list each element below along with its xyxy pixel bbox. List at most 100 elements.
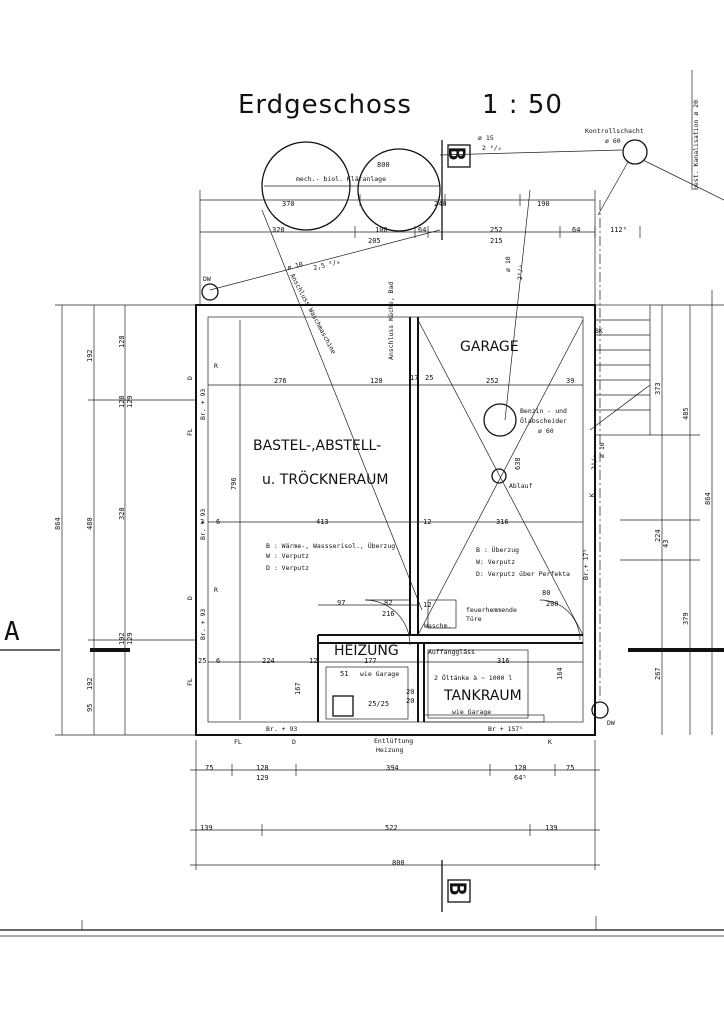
note-right-3: D: Verputz über Perfekta	[476, 570, 570, 578]
dim-bottom-139-a: 139	[200, 824, 213, 832]
anschluss-kueche-bad: Anschluss Küche, Bad	[387, 282, 395, 360]
section-mark-a: A	[4, 617, 20, 647]
dim-25-a: 25	[425, 374, 433, 382]
dim-20-a: 20	[406, 688, 414, 696]
dim-top-190: 190	[537, 200, 550, 208]
note-right-2: W: Verputz	[476, 558, 515, 566]
dim-252-inner: 252	[486, 377, 499, 385]
pipe2-slope: 2,5 ⁰/₀	[313, 258, 342, 272]
r-mark-2: R	[214, 586, 218, 594]
dim-82: 82	[384, 599, 392, 607]
dim-bottom-129: 129	[256, 774, 269, 782]
feuerhemmende-label: feuerhemmende	[466, 606, 517, 614]
k-mark-2: K	[548, 738, 552, 746]
dim-215: 215	[490, 237, 503, 245]
pipe3-diameter: ø 10	[504, 256, 512, 272]
room-garage: GARAGE	[460, 339, 519, 355]
dim-right-43: 43	[662, 540, 670, 548]
opening-br-4: Br. + 93	[199, 509, 207, 540]
dim-64-a: 64	[418, 226, 426, 234]
dim-320: 320	[272, 226, 285, 234]
entlueftung-heizung-label: Heizung	[376, 746, 403, 754]
dim-796: 796	[230, 477, 238, 490]
opening-br-5: Br + 157⁵	[488, 725, 523, 733]
dim-bottom-394: 394	[386, 764, 399, 772]
dim-12-b: 12	[423, 601, 431, 609]
dim-17: 17	[410, 374, 418, 382]
plan-title: Erdgeschoss	[238, 90, 412, 120]
room-heizung: HEIZUNG	[334, 643, 399, 659]
tuere-label: Türe	[466, 615, 482, 623]
fl-mark-1: FL	[186, 428, 194, 436]
kontrollschacht-circle	[622, 139, 648, 165]
dim-top-370: 370	[282, 200, 295, 208]
benzin-label: Benzin - und	[520, 407, 567, 415]
dim-bottom-128-b: 128	[514, 764, 527, 772]
dim-12-a: 12	[423, 518, 431, 526]
dim-left-129-a: 129	[126, 395, 134, 408]
dim-200: 200	[546, 600, 559, 608]
downpipe-bottom-right	[591, 701, 609, 719]
dim-bottom-75-a: 75	[205, 764, 213, 772]
opening-br-6: Br.+ 17⁵	[582, 549, 590, 580]
abscheider-diameter: ø 60	[538, 427, 554, 435]
garage-drain	[491, 468, 507, 484]
dim-25-25: 25/25	[368, 700, 389, 708]
waschm-label: Waschm.	[424, 622, 451, 630]
dw-label-bottom: DW	[607, 719, 615, 727]
kontrollschacht-label: Kontrollschacht	[585, 127, 644, 135]
dim-638: 638	[514, 457, 522, 470]
note-left-3: D : Verputz	[266, 564, 309, 572]
ablauf-label: Ablauf	[509, 482, 533, 490]
room-bastel-line1: BASTEL-,ABSTELL-	[253, 438, 381, 454]
dim-bottom-800: 800	[392, 859, 405, 867]
dim-205: 205	[368, 237, 381, 245]
plan-scale: 1 : 50	[482, 90, 563, 120]
opening-br-1: Br. + 93	[199, 389, 207, 420]
dim-177: 177	[364, 657, 377, 665]
dim-12-c: 12	[309, 657, 317, 665]
downpipe-top-left	[201, 283, 219, 301]
oeltanks-label: 2 Öltänke à ~ 1000 l	[434, 673, 512, 682]
dim-6-b: 6	[216, 518, 220, 526]
dim-bottom-128-a: 128	[256, 764, 269, 772]
exterior-stairs	[589, 304, 651, 436]
fl-mark-3: FL	[234, 738, 242, 746]
dim-25-b: 25	[198, 657, 206, 665]
dim-216: 216	[382, 610, 395, 618]
dim-252-top: 252	[490, 226, 503, 234]
k-mark-1: K	[588, 493, 596, 497]
opening-br-2: Br. + 93	[199, 609, 207, 640]
pipe2-diameter: ø 10	[287, 260, 304, 272]
dim-bottom-522: 522	[385, 824, 398, 832]
d-mark-1: D	[186, 376, 194, 380]
pipe1-slope: 2 ⁰/₀	[482, 144, 502, 152]
dim-right-373: 373	[654, 382, 662, 395]
dw-label-top: DW	[203, 275, 211, 283]
dim-167: 167	[294, 682, 302, 695]
dim-right-224: 224	[654, 529, 662, 542]
dim-80: 80	[542, 589, 550, 597]
dim-120: 120	[370, 377, 383, 385]
boiler	[332, 695, 354, 717]
note-left-2: W : Verputz	[266, 552, 309, 560]
dim-6-a: 6	[216, 657, 220, 665]
note-right-1: B : Überzug	[476, 545, 519, 554]
dim-left-192-b: 192	[118, 632, 126, 645]
dim-left-192-c: 192	[86, 677, 94, 690]
dim-316-b: 316	[497, 657, 510, 665]
oil-separator	[483, 403, 517, 437]
pipe3-slope: 2⁰/₀	[516, 264, 524, 280]
note-left-1: B : Wärme-, Wassserisol., Überzug	[266, 541, 395, 550]
dim-bottom-139-b: 139	[545, 824, 558, 832]
dim-51: 51	[340, 670, 348, 678]
dim-20-b: 20	[406, 697, 414, 705]
auffang-label: Auffanggläss	[428, 648, 475, 656]
dim-right-379: 379	[682, 612, 690, 625]
fl-mark-2: FL	[186, 678, 194, 686]
dim-right-864: 864	[704, 492, 712, 505]
wie-garage-heizung: wie Garage	[360, 670, 399, 678]
dim-100: 100	[375, 226, 388, 234]
dim-64-b: 64	[572, 226, 580, 234]
